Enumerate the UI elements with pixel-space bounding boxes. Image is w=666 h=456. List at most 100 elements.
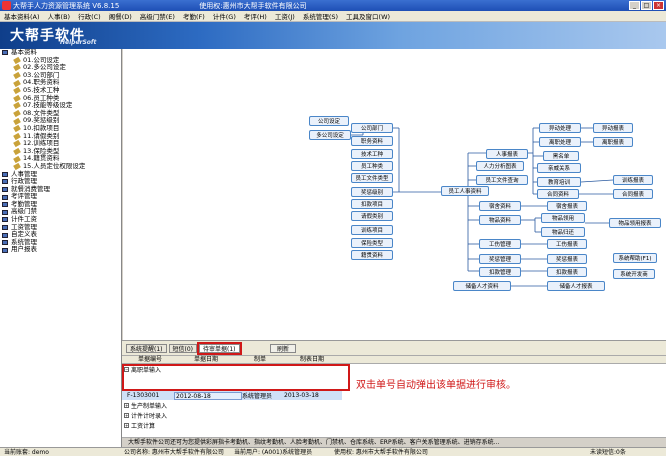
tree-item[interactable]: 05.技术工种 [0,86,121,95]
flow-node[interactable]: 扣款项目 [351,199,393,209]
tree-item[interactable]: 14.籍贯资料 [0,155,121,163]
maximize-button[interactable]: □ [641,1,652,10]
flow-node[interactable]: 籍贯资料 [351,250,393,260]
tree-item[interactable]: 13.保险类型 [0,147,121,156]
menu-item[interactable]: 行政(C) [78,13,101,21]
flow-node[interactable]: 工伤管理 [479,239,521,249]
flow-node[interactable]: 员工种类 [351,161,393,171]
tree-group[interactable]: 系统管理 [0,238,121,247]
flow-node[interactable]: 储备人才资料 [453,281,511,291]
flow-node[interactable]: 系统帮助(F1) [613,253,657,263]
col-doc-date[interactable]: 单据日期 [194,356,219,363]
flow-node[interactable]: 员工文件类型 [351,173,393,183]
flow-node[interactable]: 员工人事资料 [441,186,489,196]
minimize-button[interactable]: _ [629,1,640,10]
expand-icon[interactable]: + [124,423,129,428]
flow-node[interactable]: 扣款管理 [479,267,521,277]
tree-group[interactable]: 高级门禁 [0,208,121,216]
tree-group[interactable]: 考评管理 [0,193,121,201]
tree-group[interactable]: 自定义表 [0,231,121,239]
refresh-button[interactable]: 刷新 [270,344,296,353]
flow-node[interactable]: 合同报表 [613,189,653,199]
flow-node[interactable]: 奖惩报表 [547,254,587,264]
tree-item[interactable]: 15.人员定位权限设定 [0,162,121,171]
flow-node[interactable]: 员工文件查询 [476,175,528,185]
group-row[interactable]: − 离职单输入 [124,367,162,374]
tab-0[interactable]: 系统提醒(1) [126,344,167,353]
flow-node[interactable]: 异动处理 [539,123,581,133]
flow-node[interactable]: 公司部门 [351,123,393,133]
close-button[interactable]: × [653,1,664,10]
flow-node[interactable]: 离职处理 [539,137,581,147]
menu-item[interactable]: 工具及窗口(W) [346,13,391,21]
flow-node[interactable]: 宿舍资料 [479,201,521,211]
flow-node[interactable]: 职务资料 [351,136,393,146]
group-row[interactable]: + 生产制单输入 [124,403,168,410]
expand-icon[interactable]: + [124,413,129,418]
tab-2[interactable]: 待审单据(1) [197,342,242,355]
flow-node[interactable]: 系统开发商 [613,269,655,279]
flow-node[interactable]: 人事报表 [486,149,528,159]
flow-node[interactable]: 多公司设定 [309,130,351,140]
flow-node[interactable]: 物品归还 [541,227,585,237]
tree-group[interactable]: 考勤管理 [0,200,121,209]
flow-node[interactable]: 训练报表 [613,175,653,185]
tree-item[interactable]: 06.员工种类 [0,94,121,103]
tab-1[interactable]: 短信(0) [168,344,197,353]
tree-item[interactable]: 04.职务资料 [0,79,121,87]
col-made-date[interactable]: 制表日期 [300,356,325,363]
col-maker[interactable]: 制单 [254,356,267,363]
tree-group[interactable]: 工资管理 [0,223,121,232]
flow-node[interactable]: 教育培训 [537,177,581,187]
flow-node[interactable]: 奖惩管理 [479,254,521,264]
flow-node[interactable]: 异动报表 [593,123,633,133]
tree-item[interactable]: 11.请假类别 [0,132,121,141]
tree-item[interactable]: 09.奖惩级别 [0,117,121,125]
collapse-icon[interactable]: − [124,367,129,372]
flow-node[interactable]: 物品领用报表 [609,218,661,228]
tree-group[interactable]: 行政管理 [0,177,121,186]
menu-item[interactable]: 考勤(F) [182,13,205,21]
flow-node[interactable]: 黑名单 [543,151,579,161]
flow-node[interactable]: 扣款报表 [547,267,587,277]
tree-item[interactable]: 12.训练项目 [0,140,121,148]
flow-node[interactable]: 亲威关系 [537,163,581,173]
flow-node[interactable]: 技术工种 [351,149,393,159]
flow-node[interactable]: 储备人才报表 [547,281,605,291]
pending-docs-grid[interactable]: 单据编号 单据日期 制单 制表日期 − 离职单输入 F-1303001 2012… [122,355,666,447]
flow-node[interactable]: 物品资料 [479,215,521,225]
menu-item[interactable]: 基本资料(A) [4,13,40,21]
tree-group[interactable]: 计件工资 [0,215,121,224]
flow-node[interactable]: 人力分析图表 [476,161,524,171]
menu-item[interactable]: 考评(H) [243,13,267,21]
tree-item[interactable]: 10.扣款项目 [0,124,121,133]
expand-icon[interactable]: + [124,403,129,408]
flow-node[interactable]: 合同资料 [537,189,579,199]
menu-item[interactable]: 工资(J) [274,13,295,21]
col-doc-no[interactable]: 单据编号 [138,356,163,363]
table-row[interactable]: F-1303001 2012-08-18 系统管理员 2013-03-18 [122,391,342,400]
tree-item[interactable]: 01.公司设定 [0,56,121,65]
tree-group[interactable]: 基本资料 [0,49,121,57]
group-row[interactable]: + 计件计时录入 [124,413,168,420]
doc-no[interactable]: F-1303001 [127,392,160,399]
flow-node[interactable]: 物品领用 [541,213,585,223]
flow-node[interactable]: 奖惩级别 [351,187,393,197]
flow-node[interactable]: 请假类别 [351,211,393,221]
tree-item[interactable]: 08.文件类型 [0,109,121,118]
tree-item[interactable]: 07.技能等级设定 [0,102,121,110]
menu-item[interactable]: 高级门禁(E) [139,13,175,21]
menu-item[interactable]: 人事(B) [47,13,71,21]
tree-item[interactable]: 03.公司部门 [0,71,121,80]
status-unread[interactable]: 未读短信:0条 [590,449,626,456]
menu-item[interactable]: 计件(G) [212,13,236,21]
flow-node[interactable]: 离职报表 [593,137,633,147]
flow-node[interactable]: 保险类型 [351,238,393,248]
tree-group[interactable]: 人事管理 [0,170,121,179]
group-row[interactable]: + 工资计算 [124,423,156,430]
menu-item[interactable]: 系统管理(S) [302,13,339,21]
flow-node[interactable]: 训练项目 [351,225,393,235]
menu-item[interactable]: 阁餐(D) [108,13,132,21]
tree-group[interactable]: 用户报表 [0,246,121,254]
